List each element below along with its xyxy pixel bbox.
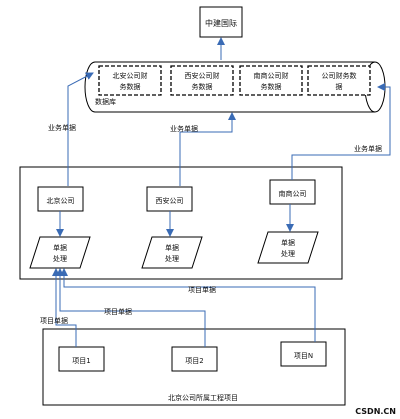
svg-text:务数据: 务数据 [120,82,141,91]
project-1-to-process-arrow [52,268,77,347]
project-n-to-process-arrow [60,268,316,342]
svg-text:西安公司财: 西安公司财 [185,71,220,80]
process-box-beijing: 单据 处理 [29,236,91,269]
svg-text:处理: 处理 [165,254,179,263]
svg-text:单据: 单据 [281,238,295,247]
company-box-beijing [37,186,84,212]
process-box-xian: 单据 处理 [141,236,203,269]
db-box-nanshang: 南商公司财 务数据 [239,65,303,96]
project-box-1 [58,346,105,372]
upload-label-left: 业务单据 [48,123,76,132]
upload-label-right: 业务单据 [354,144,382,153]
company-label-beijing: 北京公司 [47,196,75,205]
project-label-n: 项目N [294,352,313,360]
project-2-to-process-arrow [56,268,206,347]
project-label-2: 项目2 [185,357,203,365]
nanshang-to-db-arrow [291,83,391,180]
xian-to-db-arrow [179,112,236,186]
project-box-n [280,341,327,367]
svg-text:处理: 处理 [281,249,295,258]
db-box-xian: 西安公司财 务数据 [170,65,234,96]
db-box-beian: 北安公司财 务数据 [98,65,162,96]
company-label-nanshang: 南商公司 [279,189,307,198]
project-flow-label-top: 项目单据 [188,285,216,294]
svg-text:南商公司财: 南商公司财 [254,71,289,80]
svg-text:北安公司财: 北安公司财 [113,71,148,80]
project-label-1: 项目1 [72,357,90,365]
svg-text:务数据: 务数据 [192,82,213,91]
svg-text:据: 据 [336,82,343,91]
top-node [199,6,243,38]
svg-text:公司财务数: 公司财务数 [322,71,357,80]
beijing-to-db-arrow [67,72,94,186]
project-box-2 [171,346,218,372]
svg-text:单据: 单据 [53,243,67,252]
company-box-nanshang [269,179,316,205]
company-label-xian: 西安公司 [156,196,184,205]
svg-text:务数据: 务数据 [261,82,282,91]
svg-text:单据: 单据 [165,243,179,252]
database-label: 数据库 [95,97,116,106]
upload-label-middle: 业务单据 [170,124,198,133]
db-box-other: 公司财务数 据 [307,65,371,96]
watermark: CSDN.CN [355,407,396,416]
top-node-label: 中建国际 [205,18,237,28]
process-box-nanshang: 单据 处理 [257,231,319,264]
project-flow-label-left: 项目单据 [40,316,68,325]
projects-group-label: 北京公司所属工程项目 [168,393,238,402]
project-flow-label-middle: 项目单据 [104,307,132,316]
svg-text:处理: 处理 [53,254,67,263]
